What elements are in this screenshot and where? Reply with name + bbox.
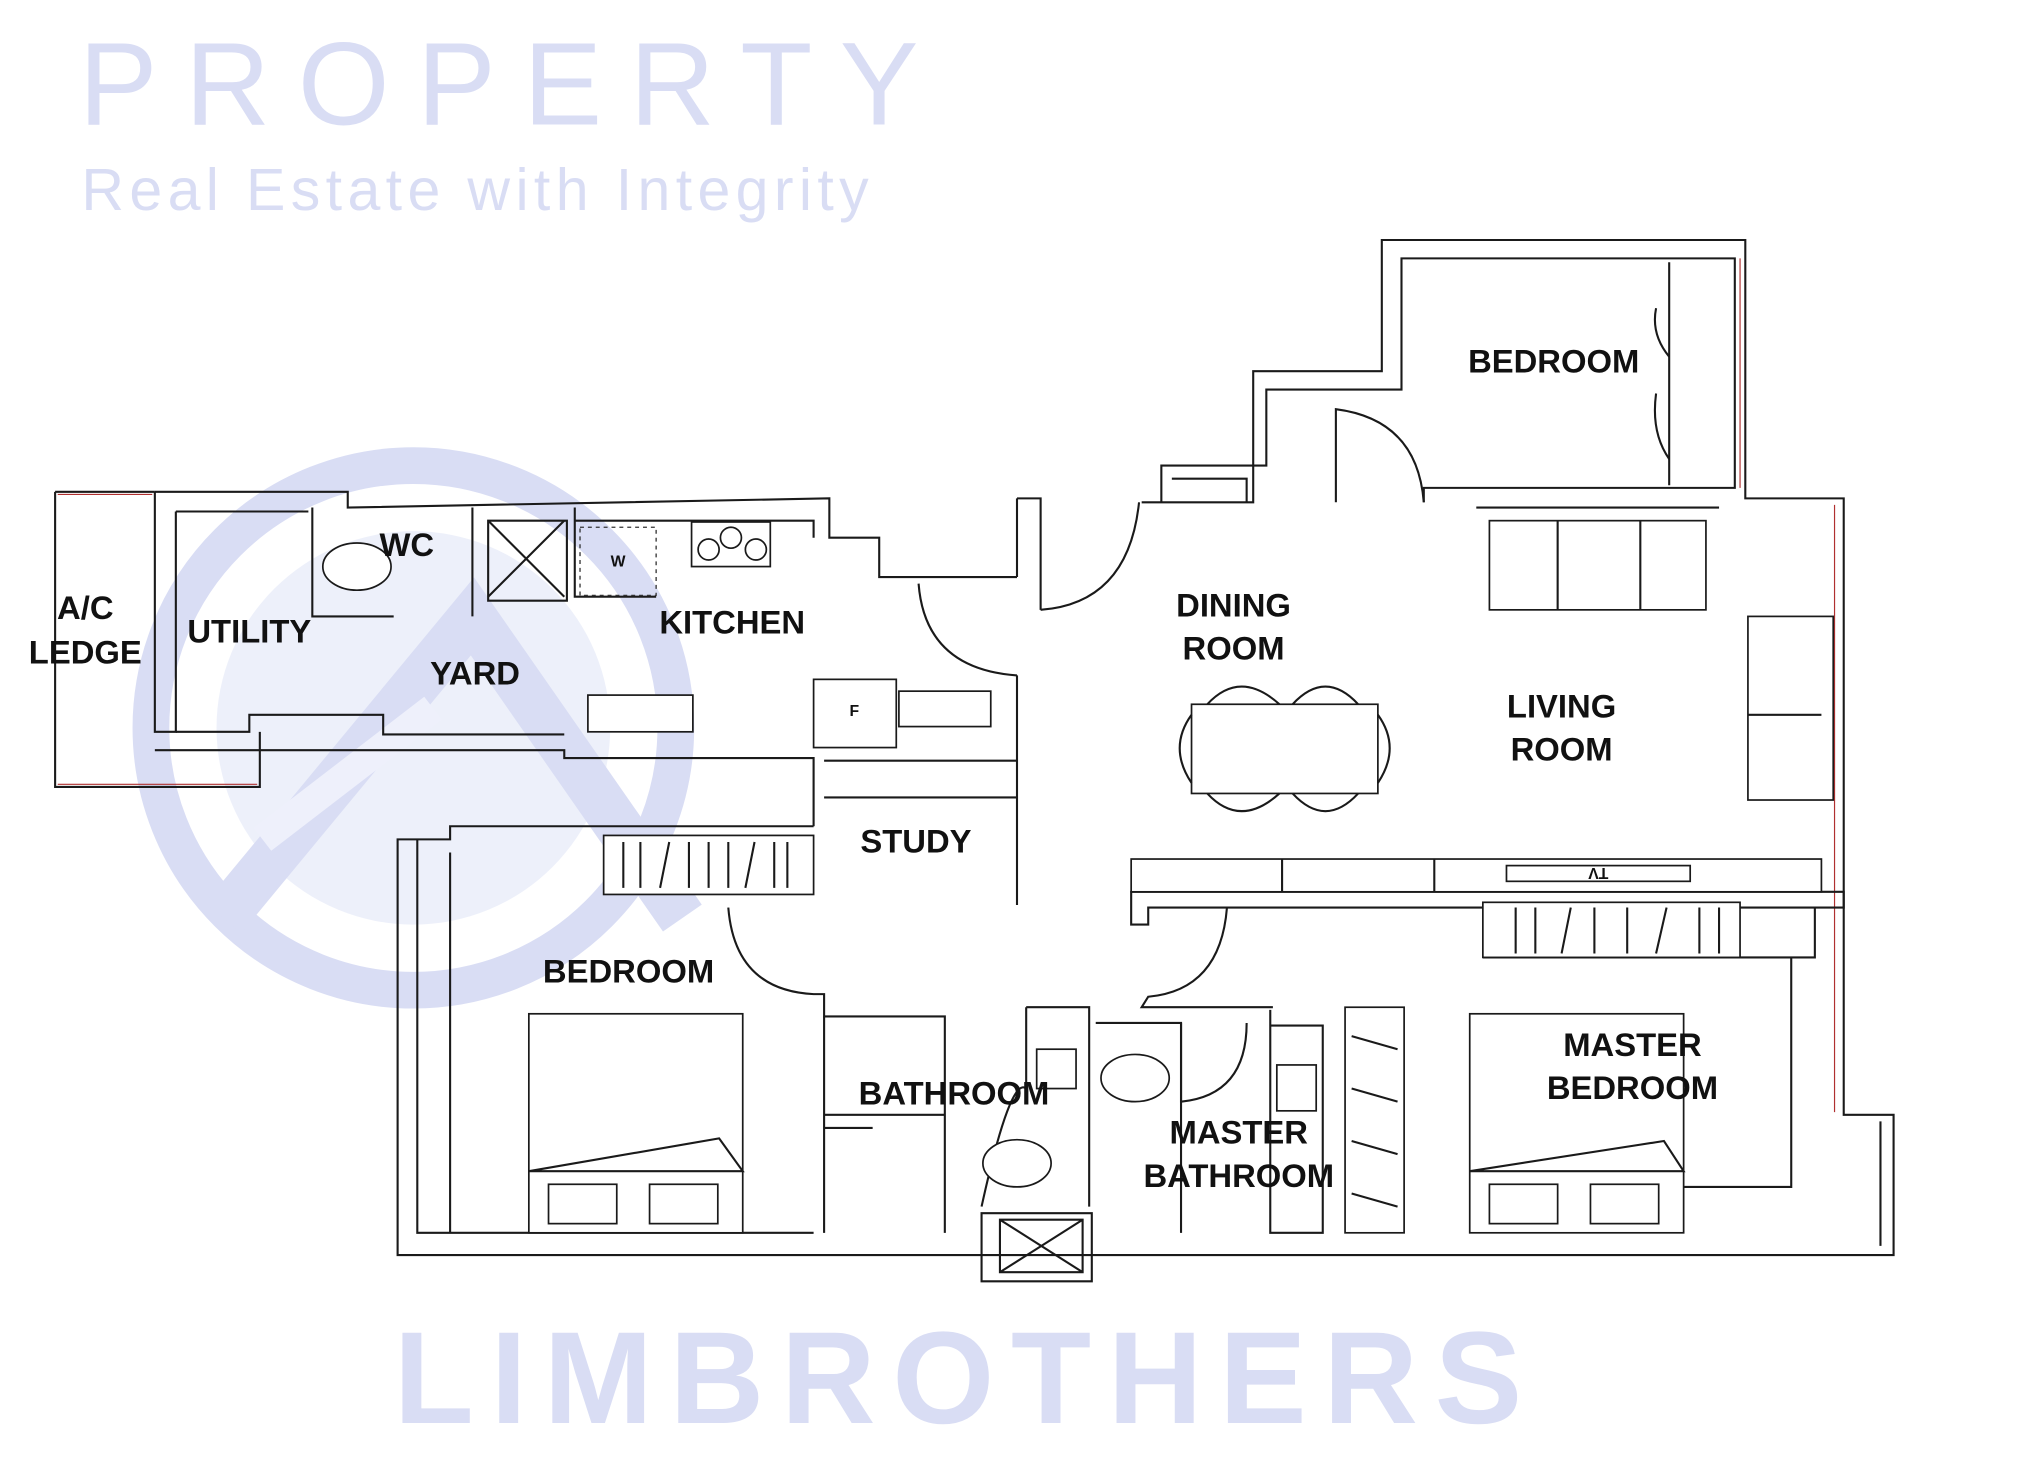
label-ac-ledge-2: LEDGE bbox=[29, 634, 142, 671]
watermark-logo bbox=[132, 447, 702, 1009]
label-master-bedroom-2: BEDROOM bbox=[1547, 1069, 1718, 1106]
label-yard: YARD bbox=[430, 655, 520, 692]
washer bbox=[579, 526, 657, 597]
label-dining-1: DINING bbox=[1176, 586, 1291, 623]
sofa-top bbox=[1488, 519, 1707, 611]
label-living-2: ROOM bbox=[1511, 731, 1613, 768]
label-dining-2: ROOM bbox=[1183, 630, 1285, 667]
label-ac-ledge-1: A/C bbox=[57, 589, 113, 626]
label-fridge: F bbox=[849, 703, 859, 720]
watermark-line2: LIMBROTHERS bbox=[394, 1304, 1523, 1451]
master-toilet bbox=[1100, 1053, 1171, 1103]
label-master-bathroom-1: MASTER bbox=[1170, 1114, 1308, 1151]
label-bedroom-top: BEDROOM bbox=[1468, 342, 1639, 379]
kitchen-sink bbox=[587, 694, 694, 733]
watermark-line1: PROPERTY bbox=[79, 19, 919, 151]
dining-table bbox=[1190, 703, 1379, 795]
watermark-tagline: Real Estate with Integrity bbox=[81, 157, 869, 223]
furniture bbox=[321, 506, 1835, 1234]
fridge bbox=[812, 678, 898, 749]
label-tv: TV bbox=[1588, 864, 1609, 881]
tv-console bbox=[1130, 858, 1823, 893]
label-bedroom-left: BEDROOM bbox=[543, 952, 714, 989]
bath-toilet bbox=[982, 1138, 1052, 1188]
sofa-right bbox=[1747, 615, 1835, 801]
wc-toilet bbox=[321, 542, 392, 592]
label-washer: W bbox=[611, 554, 626, 571]
label-wc: WC bbox=[379, 526, 434, 563]
label-bathroom: BATHROOM bbox=[859, 1074, 1050, 1111]
label-utility: UTILITY bbox=[187, 613, 311, 650]
label-living-1: LIVING bbox=[1507, 687, 1616, 724]
label-study: STUDY bbox=[860, 822, 971, 859]
label-kitchen: KITCHEN bbox=[659, 603, 805, 640]
label-master-bedroom-1: MASTER bbox=[1563, 1026, 1701, 1063]
wardrobe-master bbox=[1481, 901, 1741, 959]
walls bbox=[54, 238, 1895, 1283]
label-master-bathroom-2: BATHROOM bbox=[1143, 1157, 1334, 1194]
